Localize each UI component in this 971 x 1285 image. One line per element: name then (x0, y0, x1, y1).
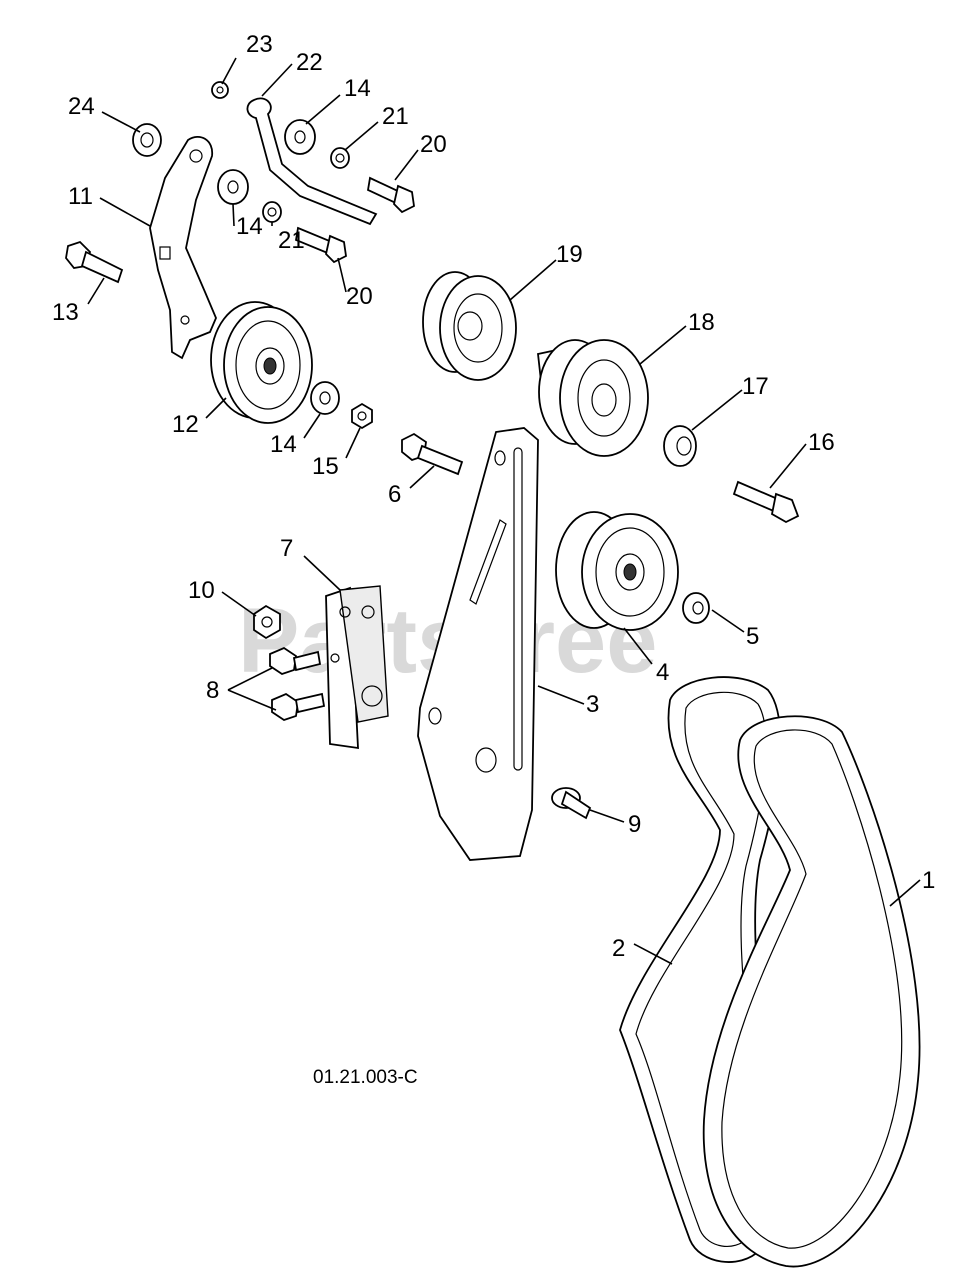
part-15-nut (351, 402, 373, 430)
part-9-bolt (551, 787, 592, 820)
callout-18: 18 (688, 309, 715, 336)
callout-22: 22 (296, 49, 323, 76)
part-20-bolt-mid (294, 226, 347, 264)
callout-16: 16 (808, 429, 835, 456)
callout-1: 1 (922, 867, 935, 894)
callout-3: 3 (586, 691, 599, 718)
callout-23: 23 (246, 31, 273, 58)
part-1-belt (702, 715, 921, 1268)
leader-lines (87, 57, 921, 965)
part-14-washer-mid (217, 169, 249, 205)
part-14-washer-low (310, 381, 340, 415)
callout-14-low: 14 (270, 431, 297, 458)
part-21-nut-top (330, 147, 350, 169)
callout-14-top: 14 (344, 75, 371, 102)
callout-4: 4 (656, 659, 669, 686)
callout-10: 10 (188, 577, 215, 604)
part-22-rod (246, 97, 378, 226)
part-8-bolt-upper (269, 646, 322, 675)
callout-7: 7 (280, 535, 293, 562)
part-14-washer-top (284, 119, 316, 155)
callout-17: 17 (742, 373, 769, 400)
part-24-nut (132, 123, 162, 157)
part-6-bolt (401, 432, 464, 476)
part-3-idler-arm (417, 427, 539, 861)
part-20-bolt-top (366, 176, 415, 214)
part-21-nut-mid (262, 201, 282, 223)
callout-9: 9 (628, 811, 641, 838)
callout-20-mid: 20 (346, 283, 373, 310)
part-12-pulley (210, 301, 313, 424)
part-11-arm-bracket (149, 135, 217, 360)
callout-24: 24 (68, 93, 95, 120)
part-16-bolt (732, 480, 800, 524)
part-13-bolt (65, 240, 124, 284)
part-10-nut (253, 604, 281, 640)
part-7-bracket-plate (325, 585, 389, 750)
part-4-pulley (555, 511, 679, 631)
callout-6: 6 (388, 481, 401, 508)
callout-5: 5 (746, 623, 759, 650)
part-18-pulley (537, 339, 649, 457)
callout-21-top: 21 (382, 103, 409, 130)
callout-12: 12 (172, 411, 199, 438)
callout-14-mid: 14 (236, 213, 263, 240)
callout-19: 19 (556, 241, 583, 268)
part-17-spacer (663, 425, 697, 467)
part-5-nut (682, 592, 710, 624)
callout-21-mid: 21 (278, 227, 305, 254)
callout-8: 8 (206, 677, 219, 704)
callout-15: 15 (312, 453, 339, 480)
drawing-code: 01.21.003-C (313, 1067, 418, 1088)
callout-11: 11 (68, 183, 93, 210)
part-19-pulley (422, 271, 517, 381)
callout-20-top: 20 (420, 131, 447, 158)
part-8-bolt-lower (271, 692, 326, 721)
callout-13: 13 (52, 299, 79, 326)
callout-2: 2 (612, 935, 625, 962)
callout-labels: 23 22 14 21 20 24 11 14 21 20 13 12 14 1… (52, 31, 935, 962)
part-23-lock-washer (211, 81, 229, 99)
